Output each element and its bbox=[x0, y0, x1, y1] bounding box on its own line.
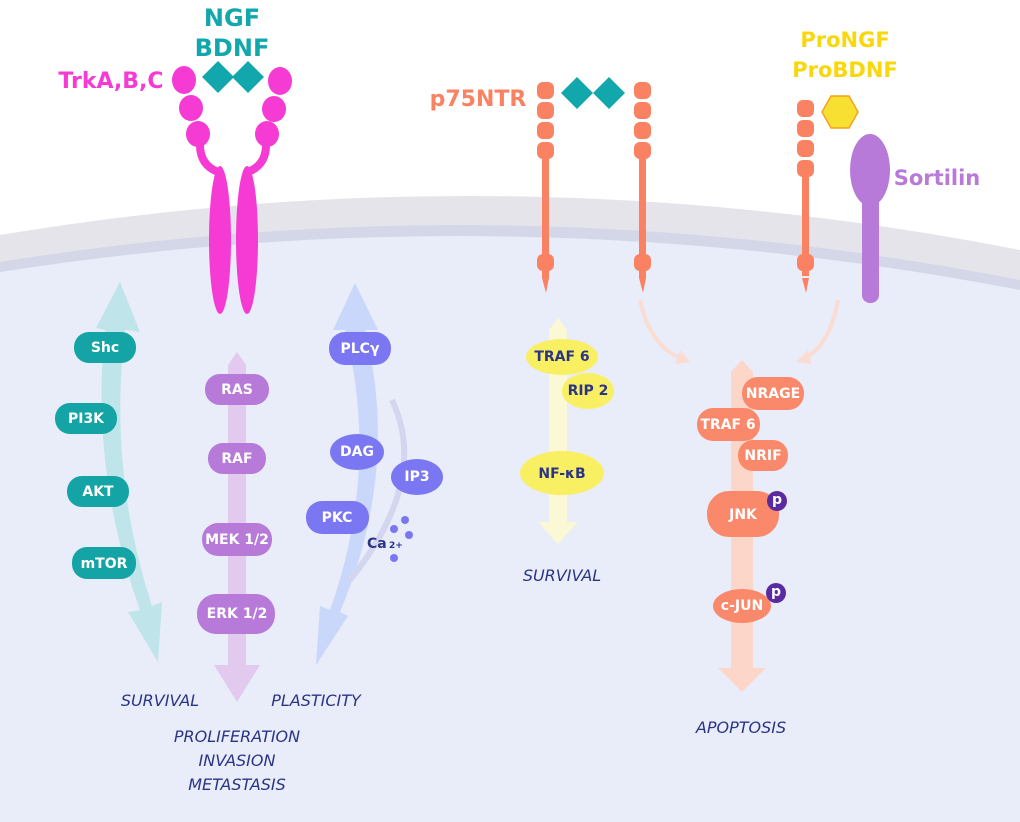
shc-node: Shc bbox=[91, 340, 119, 356]
cjun-node: c-JUN bbox=[721, 598, 763, 614]
outcome-proliferation: PROLIFERATION bbox=[174, 727, 300, 746]
traf6-survival-node: TRAF 6 bbox=[534, 349, 589, 365]
raf-node: RAF bbox=[221, 451, 252, 467]
jnk-pathway: NRAGE TRAF 6 NRIF JNK c-JUN bbox=[697, 377, 804, 623]
sortilin-label: Sortilin bbox=[894, 166, 981, 190]
nrif-node: NRIF bbox=[744, 448, 781, 464]
probdnf-label: ProBDNF bbox=[792, 58, 898, 82]
ras-pathway: RAS RAF MEK 1/2 ERK 1/2 bbox=[197, 374, 275, 634]
outcome-metastasis: METASTASIS bbox=[188, 775, 286, 794]
plcg-node: PLCγ bbox=[341, 341, 380, 357]
calcium-charge: 2+ bbox=[389, 541, 403, 551]
bdnf-label: BDNF bbox=[195, 34, 270, 62]
outcome-apoptosis: APOPTOSIS bbox=[695, 718, 786, 737]
pi3k-node: PI3K bbox=[68, 411, 105, 427]
phospho-jnk: p bbox=[767, 491, 787, 511]
plc-pathway: PLCγ DAG IP3 PKC bbox=[306, 332, 443, 562]
akt-pathway: Shc PI3K AKT mTOR bbox=[55, 332, 136, 579]
outcome-plasticity: PLASTICITY bbox=[271, 691, 362, 710]
nfkb-pathway-arrow bbox=[538, 318, 578, 544]
erk-node: ERK 1/2 bbox=[207, 606, 268, 622]
nfkb-node: NF-κB bbox=[538, 466, 585, 482]
ip3-node: IP3 bbox=[404, 469, 429, 485]
calcium-label: Ca bbox=[367, 536, 387, 552]
trk-receptor bbox=[172, 66, 292, 314]
bdnf-dimer bbox=[561, 77, 625, 109]
p75ntr-label: p75NTR bbox=[430, 87, 527, 112]
outcome-survival-p75: SURVIVAL bbox=[523, 566, 601, 585]
traf6-apoptosis-node: TRAF 6 bbox=[700, 417, 755, 433]
ngf-dimer bbox=[202, 61, 264, 93]
outcome-invasion: INVASION bbox=[199, 751, 276, 770]
nfkb-pathway: TRAF 6 RIP 2 NF-κB bbox=[520, 339, 614, 495]
mtor-node: mTOR bbox=[81, 556, 128, 572]
outcome-survival-trk: SURVIVAL bbox=[121, 691, 199, 710]
p75-receptor-left bbox=[537, 82, 554, 293]
rip2-node: RIP 2 bbox=[568, 383, 609, 399]
p75-receptor-sortilin-complex bbox=[797, 100, 814, 293]
mek-node: MEK 1/2 bbox=[205, 532, 269, 548]
jnk-node: JNK bbox=[728, 507, 758, 523]
p75-receptor-right bbox=[634, 82, 651, 293]
pkc-node: PKC bbox=[322, 510, 353, 526]
pro-neurotrophin-hexagon bbox=[821, 95, 859, 129]
akt-pathway-arrow bbox=[96, 282, 162, 662]
phospho-cjun: p bbox=[766, 583, 786, 603]
nrage-node: NRAGE bbox=[746, 386, 800, 402]
svg-text:p: p bbox=[772, 492, 782, 508]
trk-label: TrkA,B,C bbox=[58, 69, 163, 94]
svg-text:p: p bbox=[771, 584, 781, 600]
sortilin-receptor bbox=[850, 134, 890, 303]
akt-node: AKT bbox=[82, 484, 114, 500]
ras-node: RAS bbox=[221, 382, 253, 398]
ngf-label: NGF bbox=[204, 4, 260, 32]
dag-node: DAG bbox=[340, 444, 374, 460]
prongf-label: ProNGF bbox=[800, 28, 889, 52]
